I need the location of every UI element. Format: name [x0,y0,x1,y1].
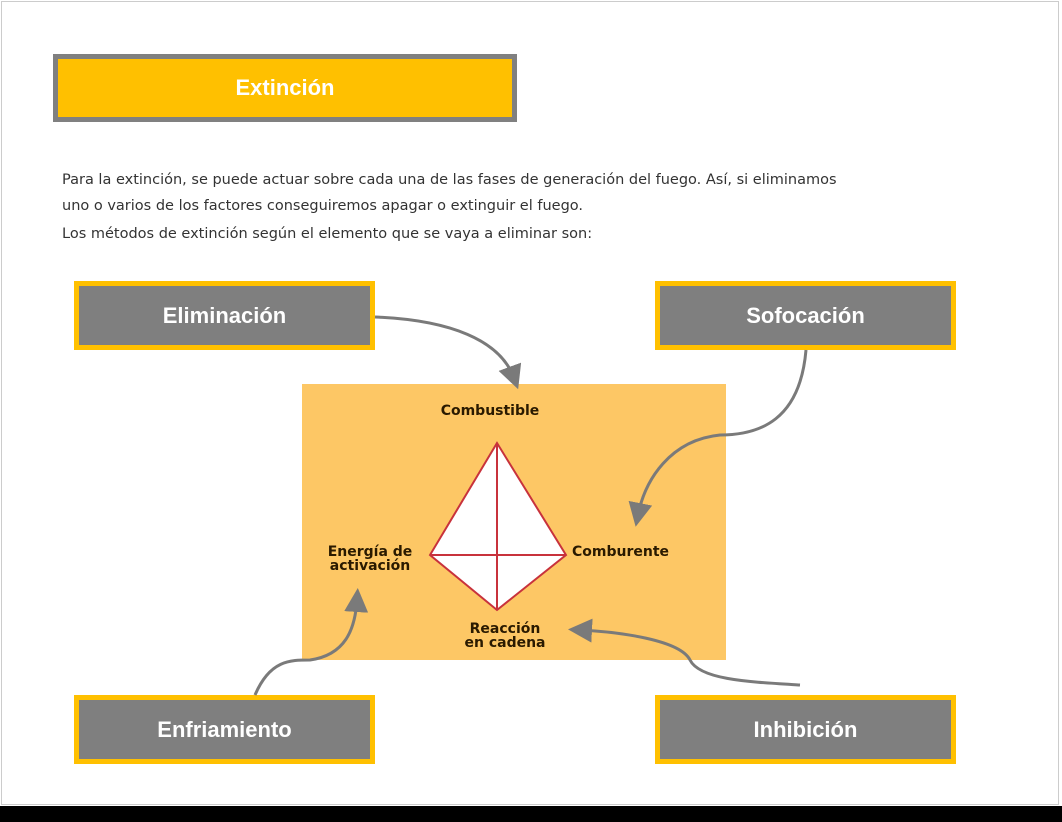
arrow-cooling [253,588,369,696]
label-chain-reaction-line2: en cadena [464,635,546,651]
arrow-elimination [374,315,522,390]
page-frame [1,1,1059,805]
method-inhibition: Inhibición [655,695,956,764]
tetrahedron-shape [428,441,568,612]
method-elimination: Eliminación [74,281,375,350]
intro-line-3: Los métodos de extinción según el elemen… [62,226,593,242]
label-chain-reaction: Reacción en cadena [440,622,570,650]
label-fuel: Combustible [440,403,540,419]
label-chain-reaction-line1: Reacción [469,621,541,637]
arrow-inhibition [568,618,801,687]
method-smothering: Sofocación [655,281,956,350]
intro-line-2: uno o varios de los factores conseguirem… [62,198,583,214]
arrow-smothering [628,349,808,527]
section-title: Extinción [53,54,517,122]
label-activation-energy-line1: Energía de [327,544,413,560]
label-activation-energy: Energía de activación [312,545,428,573]
bottom-bar [0,806,1062,822]
label-oxidizer: Comburente [572,544,670,560]
label-activation-energy-line2: activación [329,558,411,574]
intro-line-1: Para la extinción, se puede actuar sobre… [62,172,837,188]
method-cooling: Enfriamiento [74,695,375,764]
